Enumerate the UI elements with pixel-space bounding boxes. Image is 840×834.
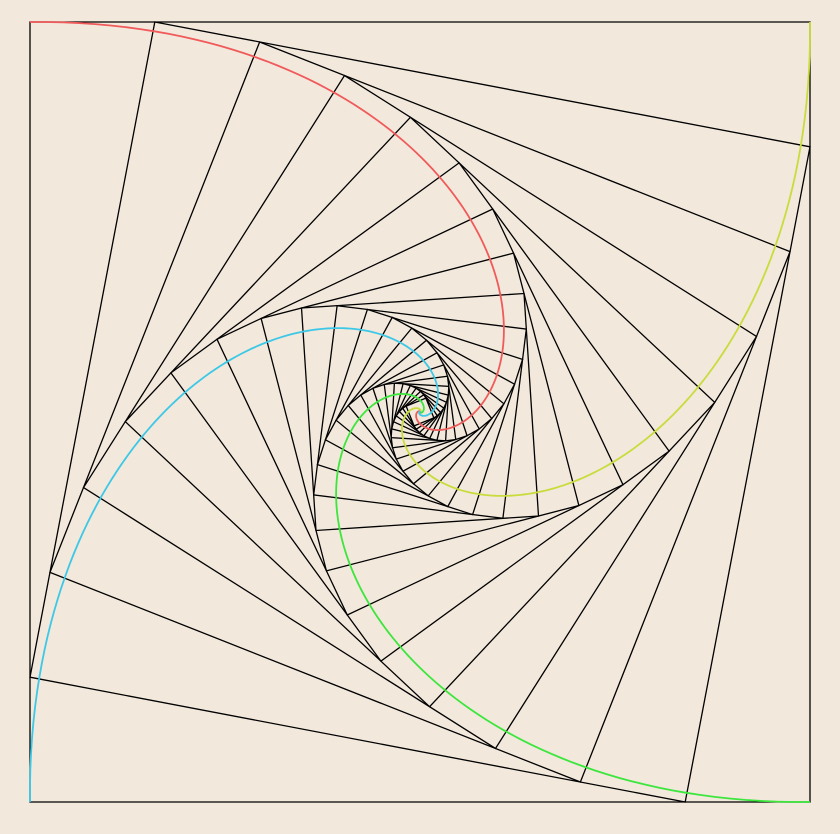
square-6 [169,161,671,663]
square-20 [392,384,448,440]
square-15 [359,351,481,473]
square-7 [216,208,624,616]
square-12 [324,316,516,508]
square-17 [383,375,457,449]
square-10 [312,304,528,520]
nested-squares-group [29,21,811,803]
square-22 [398,390,442,434]
square-14 [347,339,493,485]
square-5 [124,116,716,708]
square-19 [390,382,450,442]
square-13 [335,327,505,497]
square-4 [82,74,758,750]
pursuit-curves-group [29,21,811,803]
square-23 [401,393,439,431]
square-16 [372,364,468,460]
square-2 [29,21,811,803]
square-18 [390,382,450,442]
square-21 [395,387,445,437]
square-11 [316,308,524,516]
square-3 [49,41,791,783]
square-9 [300,292,540,532]
cyan-spiral-curve [29,327,439,802]
square-8 [260,252,580,572]
square-24 [405,397,435,427]
